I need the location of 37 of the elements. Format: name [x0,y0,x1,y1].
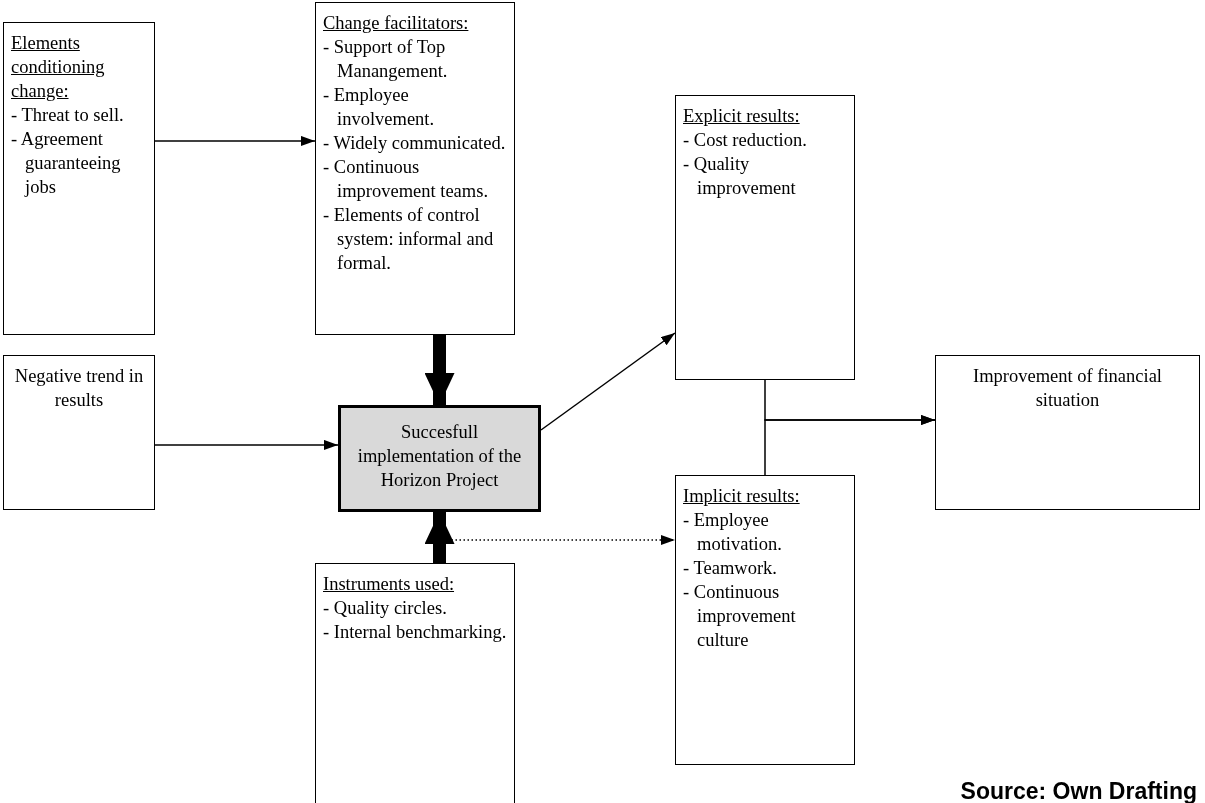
list-item: - Continuous improvement culture [683,581,797,652]
list-item: - Quality improvement [683,153,797,200]
arrow [424,512,455,563]
list-item: - Cost reduction. [683,129,808,152]
box-text: Succesfull implementation of the Horizon Project [356,421,523,492]
list-item: - Employee involvement. [323,84,436,131]
list-item: - Internal benchmarking. [323,621,507,644]
arrow [424,335,455,405]
arrow [154,439,339,450]
list-item: - Support of Top Manangement. [323,36,449,83]
box-text: Negative trend in results [13,365,145,412]
list-item: - Quality circles. [323,597,448,620]
text-box [3,22,155,335]
list-item: - Employee motivation. [683,509,783,556]
text-box [338,405,541,512]
arrow [154,135,316,146]
list-item: - Widely communicated. [323,132,507,155]
heading: Instruments used: [323,573,456,596]
list-item: - Agreement guaranteeing jobs [11,128,122,199]
arrow [764,415,936,476]
heading: Implicit results: [683,485,801,508]
heading: Change facilitators: [323,12,470,35]
list-item: - Elements of control system: informal and formal. [323,204,495,275]
text-box [315,2,515,335]
box-text: Improvement of financial situation [971,365,1163,412]
source-note: Source: Own Drafting [960,778,1197,803]
list-item: - Teamwork. [683,557,778,580]
arrow [540,332,676,431]
heading: Elements conditioning change: [11,32,106,103]
list-item: - Continuous improvement teams. [323,156,490,203]
text-box [3,355,155,510]
text-box [675,475,855,765]
text-box [935,355,1200,510]
list-item: - Threat to sell. [11,104,125,127]
heading: Explicit results: [683,105,801,128]
text-box [675,95,855,380]
text-box [315,563,515,803]
